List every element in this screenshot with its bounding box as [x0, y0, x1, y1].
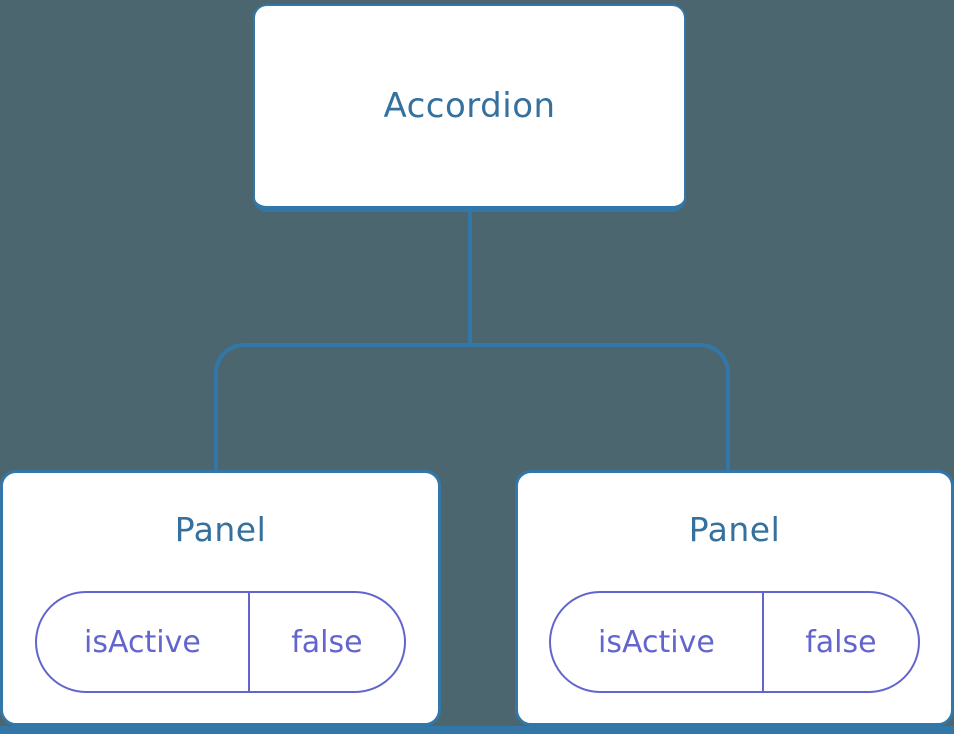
state-value: false	[805, 624, 877, 660]
tree-node-panel-left: Panel isActive false	[0, 470, 441, 726]
state-name: isActive	[551, 593, 764, 691]
connector-stem	[468, 211, 472, 347]
bottom-strip	[0, 726, 954, 734]
state-value: false	[291, 624, 363, 660]
panel-left-label: Panel	[174, 510, 267, 549]
panel-right-state-pill: isActive false	[549, 591, 920, 693]
panel-right-label: Panel	[688, 510, 781, 549]
panel-left-state-pill: isActive false	[35, 591, 406, 693]
accordion-node-label: Accordion	[383, 86, 556, 126]
state-name: isActive	[37, 593, 250, 691]
tree-node-panel-right: Panel isActive false	[515, 470, 954, 726]
tree-node-accordion: Accordion	[253, 4, 686, 212]
connector-branch	[214, 343, 730, 470]
